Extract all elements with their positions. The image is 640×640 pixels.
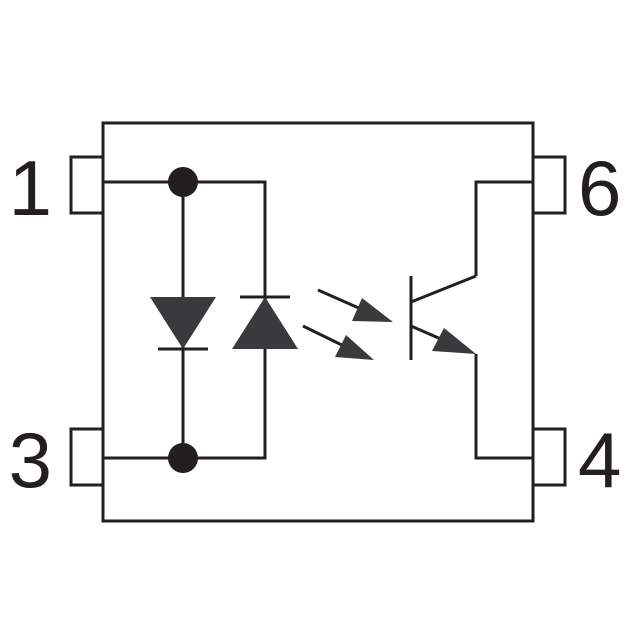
led-diode-up (232, 295, 298, 349)
phototransistor (409, 180, 533, 460)
pin-6-label: 6 (578, 144, 621, 232)
emitter-arrow (432, 328, 476, 354)
pin-1-label: 1 (9, 144, 52, 232)
pin-6-tab (531, 155, 567, 215)
light-arrow-upper (317, 288, 393, 322)
pin-4-label: 4 (578, 416, 621, 504)
package-body (101, 121, 535, 523)
light-arrow-lower (302, 324, 374, 360)
pin-3-tab (69, 427, 105, 487)
emitter-wire (474, 354, 533, 460)
led-diode-down (150, 297, 216, 351)
collector-lead (410, 274, 477, 304)
pin-1-tab (69, 155, 105, 215)
junction-top (168, 167, 198, 197)
collector-wire (474, 180, 533, 276)
pin-3-label: 3 (9, 416, 52, 504)
junction-bottom (168, 443, 198, 473)
pin-4-tab (531, 427, 567, 487)
